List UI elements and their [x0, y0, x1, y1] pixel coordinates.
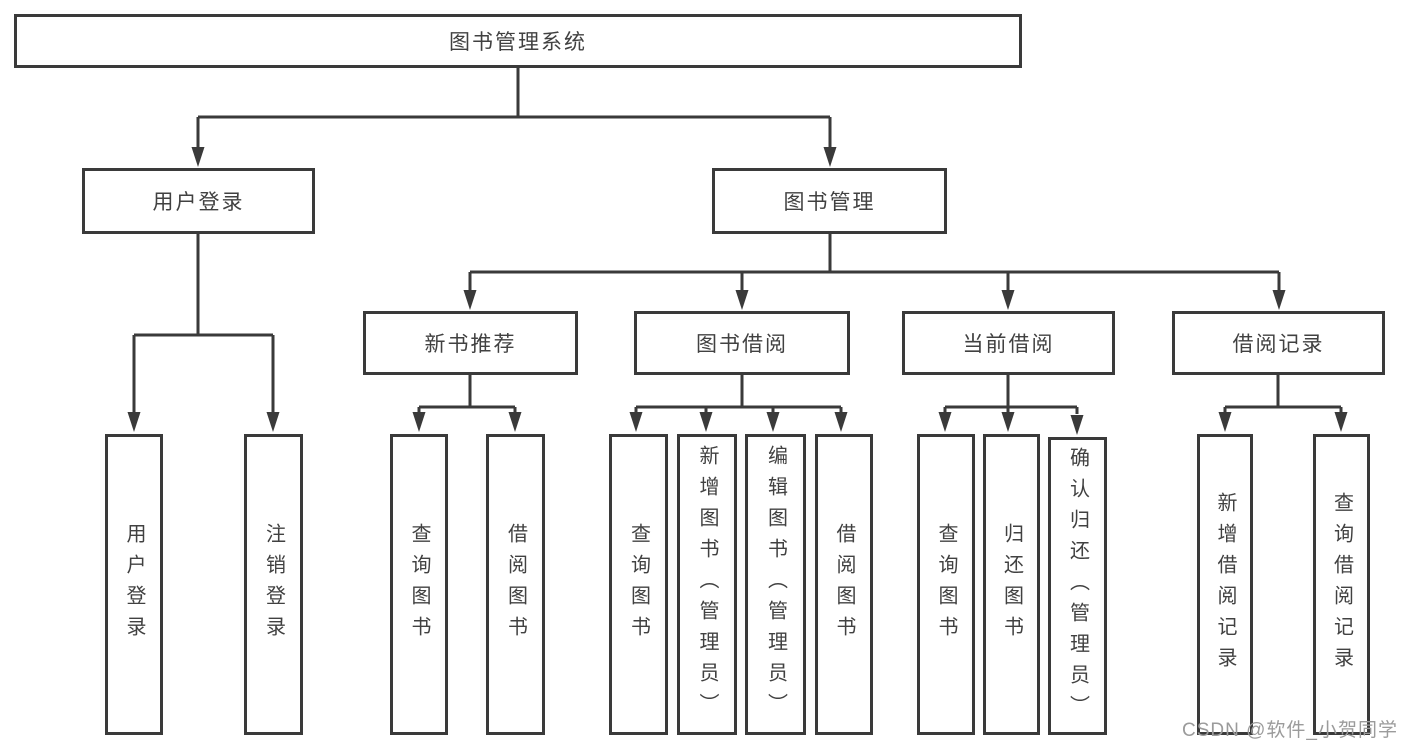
- leaf-return-book: 归还图书: [983, 434, 1040, 735]
- watermark: CSDN @软件_小贺同学: [1182, 720, 1398, 741]
- leaf-add-borrow-record: 新增借阅记录: [1197, 434, 1253, 735]
- node-book-mgmt-label: 图书管理: [783, 191, 876, 214]
- leaf-current-query-book-label: 查询图书: [935, 522, 957, 647]
- leaf-confirm-return-admin: 确认归还（管理员）: [1048, 437, 1107, 735]
- node-current-borrow: 当前借阅: [902, 311, 1115, 375]
- node-new-book-rec-label: 新书推荐: [424, 333, 517, 356]
- edge-current-borrow-to-children: [943, 375, 1079, 414]
- leaf-user-login-label: 用户登录: [123, 522, 145, 647]
- node-root-label: 图书管理系统: [449, 31, 587, 54]
- leaf-logout-label: 注销登录: [262, 522, 285, 647]
- node-book-mgmt: 图书管理: [712, 168, 947, 234]
- edge-user-login-to-children: [132, 234, 275, 414]
- node-borrow-records-label: 借阅记录: [1232, 333, 1325, 356]
- node-book-borrow-label: 图书借阅: [696, 333, 788, 356]
- leaf-query-borrow-record-label: 查询借阅记录: [1330, 491, 1353, 678]
- leaf-borrow-book: 借阅图书: [815, 434, 873, 735]
- leaf-rec-borrow-book-label: 借阅图书: [504, 522, 527, 647]
- leaf-user-login: 用户登录: [105, 434, 163, 735]
- leaf-current-query-book: 查询图书: [917, 434, 975, 735]
- node-root: 图书管理系统: [14, 14, 1022, 68]
- leaf-rec-query-book-label: 查询图书: [408, 522, 430, 647]
- edge-root-to-level2: [196, 68, 832, 149]
- leaf-borrow-query-book: 查询图书: [609, 434, 668, 735]
- leaf-borrow-query-book-label: 查询图书: [627, 522, 650, 647]
- node-user-login-label: 用户登录: [152, 191, 245, 214]
- node-book-borrow: 图书借阅: [634, 311, 850, 375]
- leaf-add-borrow-record-label: 新增借阅记录: [1214, 491, 1236, 678]
- leaf-add-book-admin: 新增图书（管理员）: [677, 434, 737, 735]
- leaf-confirm-return-admin-label: 确认归还（管理员）: [1066, 446, 1089, 726]
- leaf-rec-borrow-book: 借阅图书: [486, 434, 545, 735]
- leaf-logout: 注销登录: [244, 434, 303, 735]
- leaf-add-book-admin-label: 新增图书（管理员）: [696, 445, 718, 724]
- edge-borrow-records-to-children: [1223, 375, 1343, 414]
- node-new-book-rec: 新书推荐: [363, 311, 578, 375]
- node-current-borrow-label: 当前借阅: [962, 333, 1055, 356]
- leaf-rec-query-book: 查询图书: [390, 434, 448, 735]
- leaf-query-borrow-record: 查询借阅记录: [1313, 434, 1370, 735]
- edge-book-mgmt-to-sections: [468, 234, 1281, 292]
- node-user-login: 用户登录: [82, 168, 315, 234]
- leaf-borrow-book-label: 借阅图书: [833, 522, 855, 647]
- leaf-return-book-label: 归还图书: [1000, 522, 1023, 647]
- edge-new-book-rec-to-children: [417, 375, 517, 414]
- leaf-edit-book-admin: 编辑图书（管理员）: [745, 434, 806, 735]
- edge-book-borrow-to-children: [634, 375, 843, 414]
- node-borrow-records: 借阅记录: [1172, 311, 1385, 375]
- leaf-edit-book-admin-label: 编辑图书（管理员）: [764, 445, 787, 724]
